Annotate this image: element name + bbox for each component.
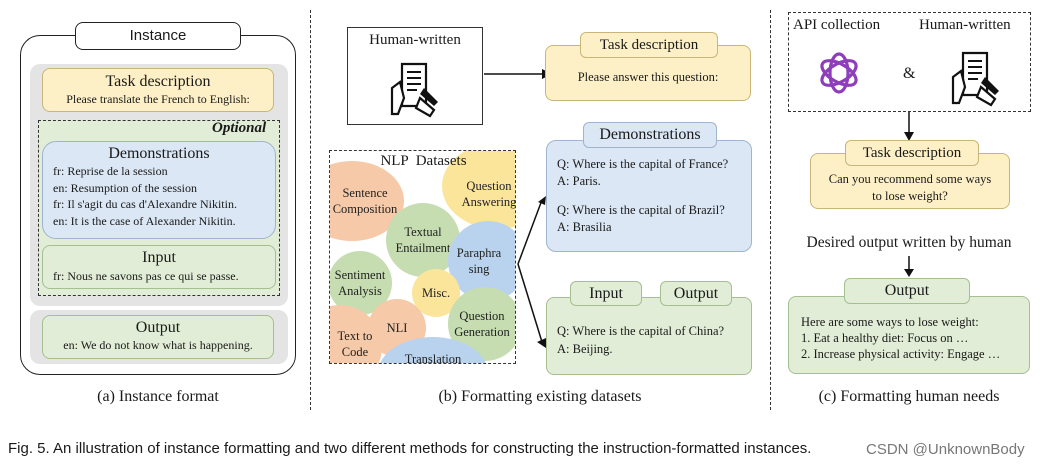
api-collection-label: API collection (793, 17, 881, 33)
demos-line-a: fr: Il s'agit du cas d'Alexandre Nikitin… (53, 197, 237, 211)
document-writing-icon (390, 58, 442, 118)
demos-line-b: A: Brasilia (557, 220, 612, 234)
io-line-b: A: Beijing. (557, 342, 613, 356)
task-line-c: to lose weight? (872, 189, 948, 203)
figure-caption: Fig. 5. An illustration of instance form… (8, 440, 812, 457)
demos-line-b: A: Paris. (557, 174, 601, 188)
nlp-datasets-title: NLP Datasets (380, 153, 467, 169)
task-title-b: Task description (580, 32, 718, 58)
demos-box-b: Q: Where is the capital of France? A: Pa… (546, 140, 752, 252)
output-title-c: Output (844, 278, 970, 304)
human-written-label-b: Human-written (369, 32, 461, 48)
task-title-c: Task description (845, 140, 979, 166)
input-title-b: Input (570, 281, 642, 306)
io-line-b: Q: Where is the capital of China? (557, 324, 725, 338)
task-text-a: Please translate the French to English: (66, 92, 250, 106)
blob-textual-entailment: Textual Entailment (386, 203, 460, 277)
blob-label: Text to Code (337, 329, 373, 359)
document-writing-icon-svg (390, 62, 438, 118)
task-text-b: Please answer this question: (577, 70, 719, 84)
arrow-desired-to-output (904, 256, 914, 277)
output-text-a: en: We do not know what is happening. (63, 338, 253, 352)
blob-label: Misc. (421, 286, 451, 300)
optional-label: Optional (212, 120, 267, 136)
blob-label: Question Generation (454, 309, 510, 339)
blob-label: Translation (404, 352, 462, 364)
output-title-b: Output (660, 281, 732, 306)
nlp-datasets-box: Sentence Composition Question Answering … (329, 150, 516, 364)
task-title-a: Task description (105, 73, 211, 90)
blob-question-generation: Question Generation (448, 287, 515, 361)
output-line-c: 2. Increase physical activity: Engage … (801, 347, 1001, 361)
separator-right (770, 10, 771, 410)
demos-line-b: Q: Where is the capital of Brazil? (557, 203, 725, 217)
task-box-a: Task description Please translate the Fr… (42, 68, 274, 112)
caption-a: (a) Instance format (97, 388, 219, 405)
blob-label: NLI (386, 321, 408, 335)
instance-header: Instance (75, 22, 241, 50)
human-written-label-c: Human-written (919, 17, 1011, 33)
blob-sentence-composition: Sentence Composition (330, 161, 404, 241)
input-text-a: fr: Nous ne savons pas ce qui se passe. (53, 269, 239, 283)
human-written-box-b: Human-written (347, 27, 483, 125)
separator-left (310, 10, 311, 410)
arrow-sources-to-task-c (904, 112, 914, 141)
openai-logo-icon-svg (820, 52, 858, 94)
caption-c: (c) Formatting human needs (818, 388, 1000, 405)
ampersand: & (903, 65, 916, 82)
output-box-a: Output en: We do not know what is happen… (42, 315, 274, 359)
desired-output-label: Desired output written by human (806, 234, 1012, 251)
blob-label: Paraphra sing (456, 246, 502, 276)
openai-logo-icon (815, 49, 863, 97)
output-title-a: Output (135, 319, 181, 336)
blob-label: Sentiment Analysis (334, 268, 386, 298)
output-box-c: Here are some ways to lose weight: 1. Ea… (788, 296, 1030, 374)
demos-line-b: Q: Where is the capital of France? (557, 157, 729, 171)
arrows-datasets-to-boxes (517, 196, 546, 348)
document-writing-icon-c (951, 47, 1003, 107)
demos-box-a: Demonstrations fr: Reprise de la session… (42, 141, 276, 239)
document-writing-icon-c-svg (951, 51, 999, 107)
blob-label: Sentence Composition (332, 186, 398, 216)
watermark: CSDN @UnknownBody (866, 441, 1025, 458)
output-line-c: 1. Eat a healthy diet: Focus on … (801, 331, 969, 345)
input-box-a: Input fr: Nous ne savons pas ce qui se p… (42, 245, 276, 289)
sources-box-c: API collection Human-written & (788, 12, 1031, 112)
io-box-b: Q: Where is the capital of China? A: Bei… (546, 297, 752, 375)
demos-line-a: en: Resumption of the session (53, 180, 197, 195)
blob-label: Textual Entailment (395, 225, 451, 255)
arrow-human-to-task-b (484, 69, 552, 79)
demos-line-a: en: It is the case of Alexander Nikitin. (53, 213, 236, 228)
blob-label: Question Answering (461, 179, 516, 209)
demos-line-a: fr: Reprise de la session (53, 164, 168, 178)
caption-b: (b) Formatting existing datasets (438, 388, 642, 405)
output-line-c: Here are some ways to lose weight: (801, 315, 979, 329)
input-title-a: Input (142, 249, 176, 266)
demos-title-b: Demonstrations (583, 122, 717, 148)
task-line-c: Can you recommend some ways (828, 172, 992, 186)
demos-title-a: Demonstrations (108, 145, 210, 162)
